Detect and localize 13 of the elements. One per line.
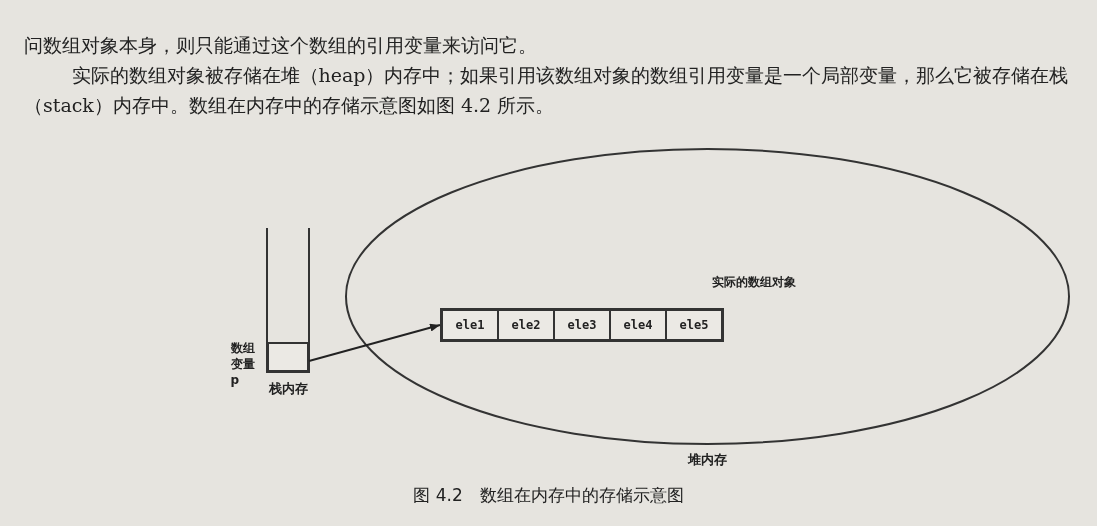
arrow — [308, 323, 441, 362]
array-cell: ele3 — [554, 310, 610, 340]
object-label: 实际的数组对象 — [712, 274, 796, 290]
array-cell: ele2 — [498, 310, 554, 340]
stack-label: 栈内存 — [268, 380, 308, 398]
array-cell: ele5 — [666, 310, 722, 340]
heap-label: 堆内存 — [688, 451, 727, 469]
array-cell: ele1 — [442, 310, 498, 340]
figure-caption: 图 4.2 数组在内存中的存储示意图 — [412, 484, 685, 507]
body-paragraph: 实际的数组对象被存储在堆（heap）内存中；如果引用该数组对象的数组引用变量是一个局部变量，那么它被存储在栈（stack）内存中。数组在内存中的存储示意图如图 4.2 所示。 — [24, 63, 1070, 118]
body-paragraph: 问数组对象本身，则只能通过这个数组的引用变量来访问它。 — [24, 33, 538, 58]
variable-label: 数组变量p — [230, 340, 256, 388]
array-cell: ele4 — [610, 310, 666, 340]
